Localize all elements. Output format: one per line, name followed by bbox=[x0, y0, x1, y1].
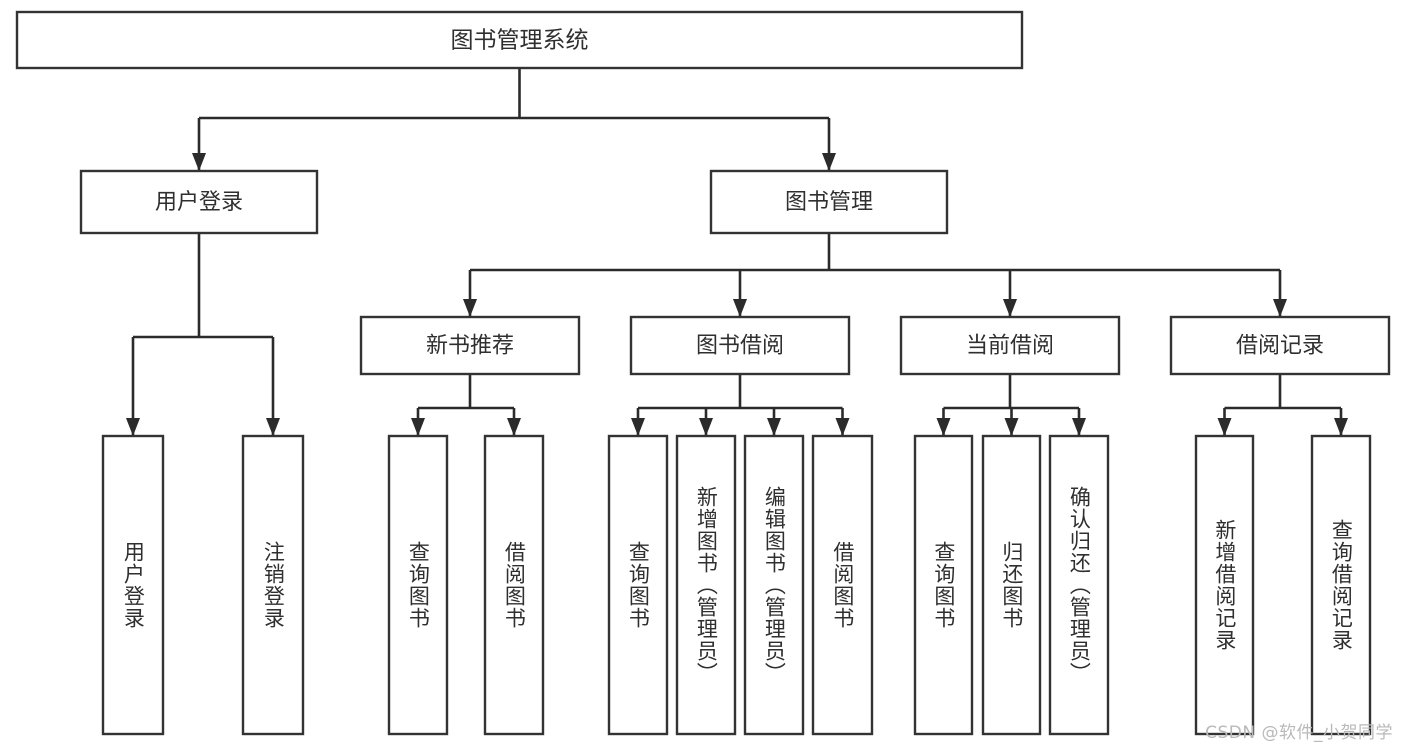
leaf-node-box-2[interactable] bbox=[387, 434, 449, 736]
leaf-arrow-icon-1-0 bbox=[411, 418, 425, 436]
leaf-node-box-6[interactable] bbox=[743, 434, 805, 736]
level2-arrow-icon-1 bbox=[822, 153, 836, 171]
level3-node-box-3[interactable] bbox=[1169, 315, 1391, 376]
leaf-node-box-3[interactable] bbox=[483, 434, 545, 736]
root-node-label: 图书管理系统 bbox=[451, 28, 589, 54]
level3-node-box-0[interactable] bbox=[359, 315, 581, 376]
level2-node-label-1: 图书管理 bbox=[785, 190, 873, 215]
watermark: CSDN @软件_小贺同学 bbox=[1205, 723, 1393, 743]
leaf-arrow-icon-1-1 bbox=[507, 418, 521, 436]
level2-arrow-icon-0 bbox=[192, 153, 206, 171]
leaf-node-box-5[interactable] bbox=[675, 434, 737, 736]
level3-node-box-2[interactable] bbox=[899, 315, 1121, 376]
leaf-node-box-0[interactable] bbox=[101, 434, 165, 736]
leaf-node-box-1[interactable] bbox=[241, 434, 305, 736]
leaf-node-box-11[interactable] bbox=[1194, 434, 1255, 736]
leaf-arrow-icon-3-1 bbox=[1004, 418, 1019, 436]
leaf-node-box-12[interactable] bbox=[1310, 434, 1372, 736]
leaf-arrow-icon-0-1 bbox=[266, 418, 280, 436]
level3-node-label-1: 图书借阅 bbox=[696, 334, 784, 359]
level3-arrow-icon-1 bbox=[733, 299, 747, 317]
level3-node-label-3: 借阅记录 bbox=[1236, 334, 1324, 359]
leaf-node-box-9[interactable] bbox=[981, 434, 1042, 736]
leaf-arrow-icon-2-3 bbox=[835, 418, 850, 436]
leaf-arrow-icon-4-0 bbox=[1217, 418, 1232, 436]
level2-node-box-0[interactable] bbox=[79, 169, 319, 235]
leaf-node-box-7[interactable] bbox=[811, 434, 874, 736]
leaf-arrow-icon-3-0 bbox=[936, 418, 951, 436]
connector-layer bbox=[126, 68, 1348, 436]
level3-arrow-icon-3 bbox=[1273, 299, 1287, 317]
level3-node-label-0: 新书推荐 bbox=[426, 334, 514, 359]
level3-node-box-1[interactable] bbox=[629, 315, 851, 376]
level3-arrow-icon-2 bbox=[1003, 299, 1017, 317]
leaf-arrow-icon-2-2 bbox=[767, 418, 781, 436]
leaf-arrow-icon-2-0 bbox=[631, 418, 645, 436]
level3-arrow-icon-0 bbox=[463, 299, 477, 317]
level2-node-label-0: 用户登录 bbox=[155, 190, 243, 215]
leaf-arrow-icon-4-1 bbox=[1334, 418, 1348, 436]
leaf-node-box-8[interactable] bbox=[913, 434, 974, 736]
leaf-arrow-icon-2-1 bbox=[699, 418, 713, 436]
level3-node-label-2: 当前借阅 bbox=[966, 334, 1054, 359]
box-layer bbox=[15, 10, 1391, 736]
level2-node-box-1[interactable] bbox=[709, 169, 949, 235]
leaf-node-box-10[interactable] bbox=[1048, 434, 1110, 736]
leaf-arrow-icon-0-0 bbox=[126, 418, 140, 436]
leaf-arrow-icon-3-2 bbox=[1072, 418, 1086, 436]
leaf-node-box-4[interactable] bbox=[607, 434, 669, 736]
root-node-box[interactable] bbox=[15, 10, 1024, 70]
